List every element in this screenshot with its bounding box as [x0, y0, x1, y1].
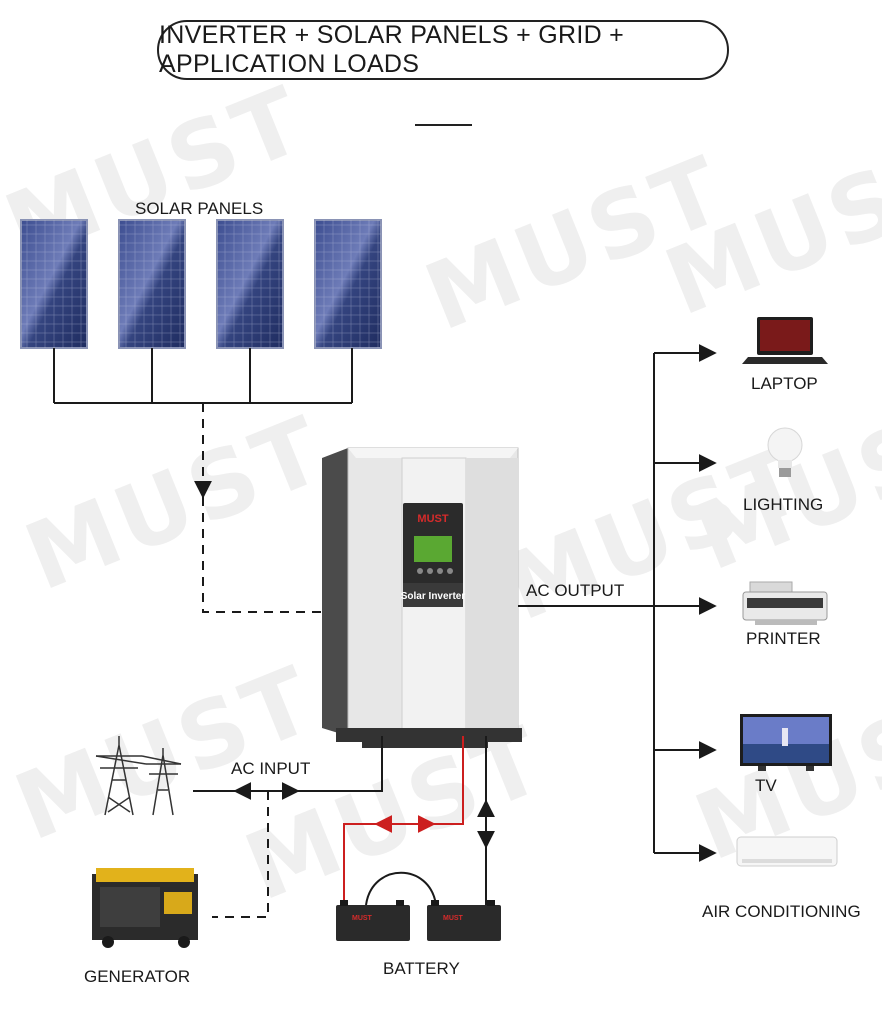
inverter-label: Solar Inverter: [401, 591, 466, 602]
load-label-lighting: LIGHTING: [743, 495, 824, 514]
ac-output-wiring: [518, 344, 717, 862]
tv-icon: [740, 714, 832, 771]
battery-label: BATTERY: [383, 959, 460, 978]
inverter: [322, 447, 522, 748]
generator-label: GENERATOR: [84, 967, 191, 986]
title-divider: [415, 124, 472, 126]
solar-panel-icon: [314, 219, 382, 349]
laptop-icon: [742, 317, 828, 364]
ac-input-wiring: [193, 736, 383, 800]
ac-input-label: AC INPUT: [231, 759, 311, 778]
load-label-laptop: LAPTOP: [751, 374, 818, 393]
air-conditioner-icon: [736, 836, 838, 867]
inverter-display: [414, 536, 452, 562]
inverter-brand: MUST: [417, 513, 448, 525]
diagram-title: INVERTER + SOLAR PANELS + GRID + APPLICA…: [157, 20, 729, 80]
solar-to-inverter-line: [202, 497, 322, 613]
battery-negative-wiring: [365, 736, 495, 906]
transmission-tower-icon: [95, 736, 182, 816]
solar-panel-icon: [216, 219, 284, 349]
ac-output-label: AC OUTPUT: [526, 581, 625, 600]
light-bulb-icon: [767, 427, 803, 477]
load-label-tv: TV: [755, 776, 777, 795]
load-label-printer: PRINTER: [746, 629, 821, 648]
load-label-air-conditioning: AIR CONDITIONING: [702, 902, 861, 921]
battery-brand: MUST: [443, 915, 464, 922]
printer-icon: [742, 581, 828, 625]
generator-line: [212, 791, 269, 918]
battery-brand: MUST: [352, 915, 373, 922]
battery-positive-wiring: [343, 736, 464, 905]
solar-bus-wiring: [53, 348, 353, 404]
solar-panels-label: SOLAR PANELS: [135, 199, 264, 218]
battery-icon: [427, 900, 501, 941]
generator-icon: [92, 868, 198, 948]
solar-panel-icon: [20, 219, 88, 349]
battery-icon: [336, 900, 410, 941]
solar-panel-icon: [118, 219, 186, 349]
